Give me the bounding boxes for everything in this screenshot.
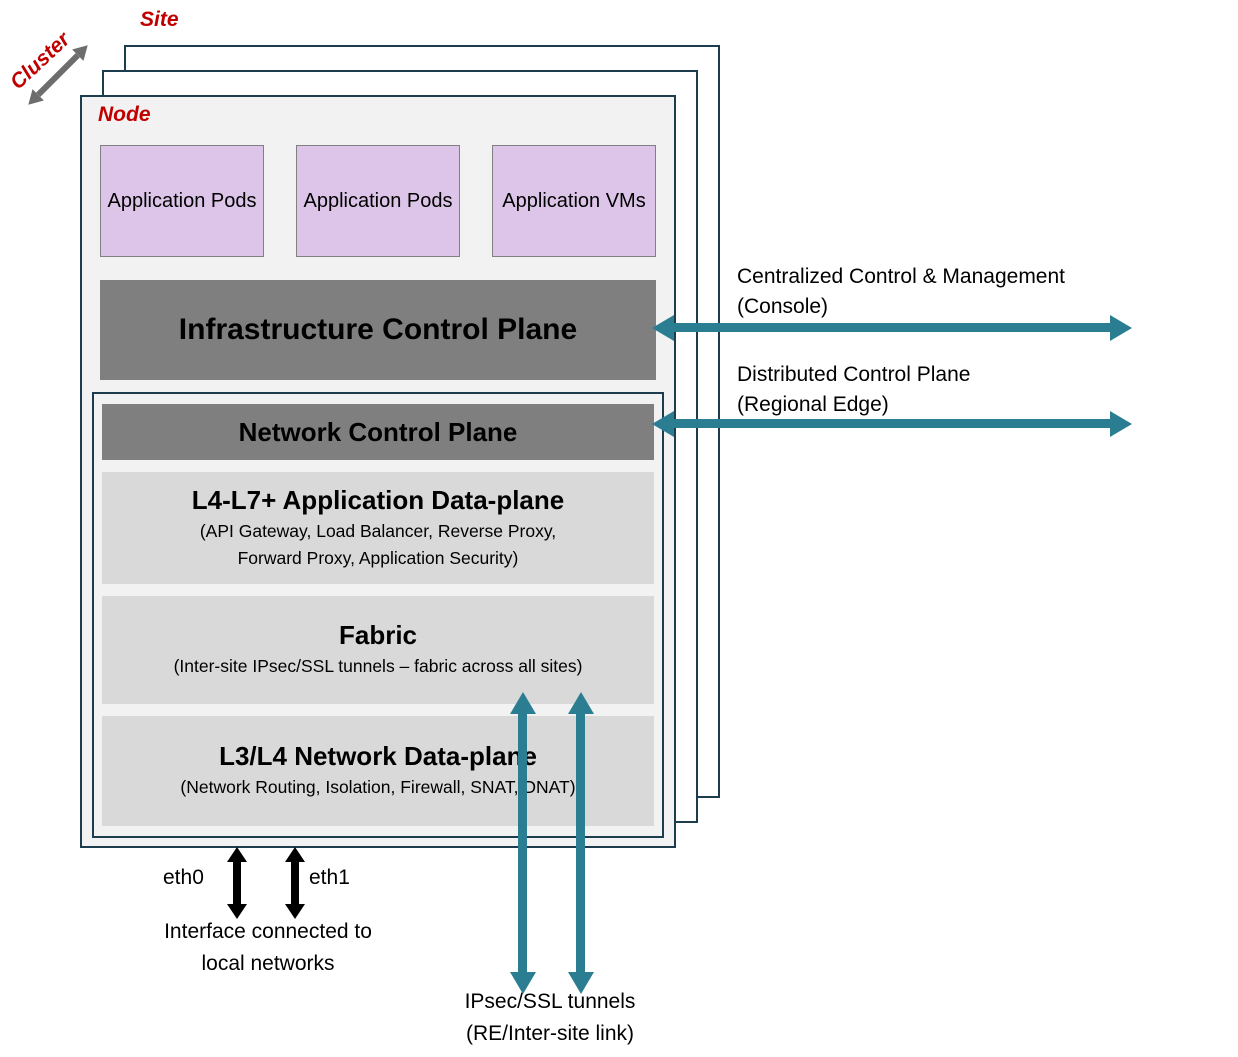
l3-l4-data-plane-box: L3/L4 Network Data-plane (Network Routin…: [102, 716, 654, 826]
centralized-management-arrow: [674, 323, 1110, 332]
centralized-management-line2: (Console): [737, 294, 829, 318]
distributed-control-label: Distributed Control Plane (Regional Edge…: [737, 360, 970, 420]
fabric-title: Fabric: [338, 620, 418, 651]
l4-l7-subtitle-line1: (API Gateway, Load Balancer, Reverse Pro…: [199, 521, 557, 542]
fabric-subtitle: (Inter-site IPsec/SSL tunnels – fabric a…: [173, 656, 583, 677]
application-vms-label: Application VMs: [502, 189, 646, 212]
interface-note-line2: local networks: [201, 951, 335, 975]
ipsec-tunnel-arrow-1: [518, 714, 527, 972]
infrastructure-control-plane-label: Infrastructure Control Plane: [178, 313, 578, 346]
fabric-box: Fabric (Inter-site IPsec/SSL tunnels – f…: [102, 596, 654, 704]
centralized-management-label: Centralized Control & Management (Consol…: [737, 262, 1065, 322]
l4-l7-subtitle: (API Gateway, Load Balancer, Reverse Pro…: [200, 518, 556, 571]
network-control-plane-box: Network Control Plane: [102, 404, 654, 460]
eth0-label: eth0: [163, 866, 204, 889]
tunnels-label: IPsec/SSL tunnels (RE/Inter-site link): [410, 986, 690, 1049]
tunnels-line1: IPsec/SSL tunnels: [464, 990, 636, 1013]
l4-l7-subtitle-line2: Forward Proxy, Application Security): [237, 547, 519, 568]
application-workloads-row: Application Pods Application Pods Applic…: [100, 145, 656, 257]
application-pods-box-1: Application Pods: [100, 145, 264, 257]
cluster-label: Cluster: [5, 27, 75, 95]
node-container: Node Application Pods Application Pods A…: [80, 95, 676, 848]
l3-l4-title: L3/L4 Network Data-plane: [219, 741, 537, 772]
application-pods-label-2: Application Pods: [303, 189, 453, 212]
network-stack-container: Network Control Plane L4-L7+ Application…: [92, 392, 664, 838]
l4-l7-data-plane-box: L4-L7+ Application Data-plane (API Gatew…: [102, 472, 654, 584]
application-pods-box-2: Application Pods: [296, 145, 460, 257]
tunnels-line2: (RE/Inter-site link): [465, 1021, 635, 1045]
eth1-interface-arrow: [291, 862, 299, 904]
eth0-interface-arrow: [233, 862, 241, 904]
centralized-management-line1: Centralized Control & Management: [737, 265, 1066, 288]
ipsec-tunnel-arrow-2: [576, 714, 585, 972]
interface-note-line1: Interface connected to: [164, 920, 372, 943]
network-control-plane-label: Network Control Plane: [238, 416, 518, 447]
distributed-control-line2: (Regional Edge): [737, 392, 889, 416]
application-vms-box: Application VMs: [492, 145, 656, 257]
site-label: Site: [140, 8, 179, 31]
node-label: Node: [98, 103, 151, 126]
distributed-control-line1: Distributed Control Plane: [737, 363, 971, 386]
eth1-label: eth1: [309, 866, 350, 889]
distributed-control-arrow: [674, 419, 1110, 428]
infrastructure-control-plane-box: Infrastructure Control Plane: [100, 280, 656, 380]
interface-note: Interface connected to local networks: [128, 916, 408, 979]
l3-l4-subtitle: (Network Routing, Isolation, Firewall, S…: [180, 777, 576, 798]
l4-l7-title: L4-L7+ Application Data-plane: [191, 485, 565, 516]
application-pods-label-1: Application Pods: [107, 189, 257, 212]
